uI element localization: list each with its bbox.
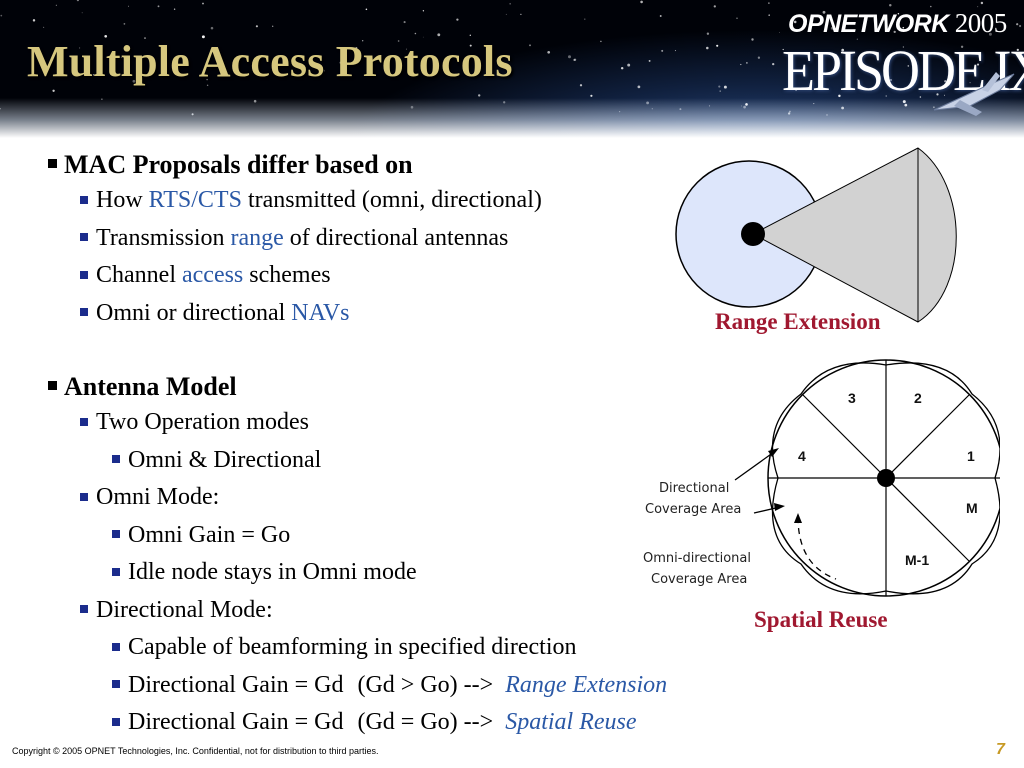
logo-year: 2005 <box>954 8 1008 38</box>
directional-beam <box>751 147 957 323</box>
bullet-omni-directional: Omni & Directional <box>40 442 860 480</box>
logo-brand: OPNETWORK <box>788 10 949 38</box>
omni-coverage-label: Coverage Area <box>651 572 747 587</box>
omni-pointer-arrow <box>797 516 837 580</box>
bullet-transmission-range: Transmission range of directional antenn… <box>40 220 860 258</box>
bullet-channel-access: Channel access schemes <box>40 257 860 295</box>
bullet-directional-gain-range: Directional Gain = Gd(Gd > Go) --> Range… <box>40 667 860 705</box>
bullet-mac-proposals: MAC Proposals differ based on <box>40 148 860 182</box>
bullet-omni-mode: Omni Mode: <box>40 479 860 517</box>
bullet-antenna-model: Antenna Model <box>40 370 860 404</box>
omni-coverage-label: Omni-directional <box>643 551 751 566</box>
sector-dividers <box>768 360 1000 596</box>
node-dot <box>741 222 765 246</box>
sector-label: 4 <box>798 448 806 464</box>
sector-label: M-1 <box>905 552 929 568</box>
directional-coverage-label: Directional <box>659 481 729 496</box>
range-extension-diagram <box>675 147 957 323</box>
node-dot <box>877 469 895 487</box>
bullet-omni-gain: Omni Gain = Go <box>40 517 860 555</box>
sector-label: 2 <box>914 390 922 406</box>
bullet-directional-gain-spatial: Directional Gain = Gd(Gd = Go) --> Spati… <box>40 704 860 742</box>
spatial-reuse-diagram: 3 2 1 M M-1 4 Directional Coverage Area … <box>643 359 1000 597</box>
directional-coverage-label: Coverage Area <box>645 502 741 517</box>
directional-pointer-arrow <box>734 451 775 481</box>
spatial-reuse-caption: Spatial Reuse <box>754 607 888 632</box>
sector-label: 1 <box>967 448 975 464</box>
bullet-rts-cts: How RTS/CTS transmitted (omni, direction… <box>40 182 860 220</box>
page-number: 7 <box>996 741 1005 758</box>
bullet-navs: Omni or directional NAVs <box>40 295 860 333</box>
slide-title: Multiple Access Protocols <box>27 37 513 86</box>
sector-label: M <box>966 500 978 516</box>
copyright-notice: Copyright © 2005 OPNET Technologies, Inc… <box>12 746 379 756</box>
sector-label: 3 <box>848 390 856 406</box>
bullet-beamforming: Capable of beamforming in specified dire… <box>40 629 860 667</box>
directional-lobes-outline <box>771 362 1000 595</box>
range-extension-caption: Range Extension <box>715 309 881 334</box>
bullet-idle-node: Idle node stays in Omni mode <box>40 554 860 592</box>
bullet-list: MAC Proposals differ based on How RTS/CT… <box>40 148 860 742</box>
bullet-directional-mode: Directional Mode: <box>40 592 860 630</box>
spacecraft-icon <box>933 72 1015 116</box>
bullet-two-modes: Two Operation modes <box>40 404 860 442</box>
